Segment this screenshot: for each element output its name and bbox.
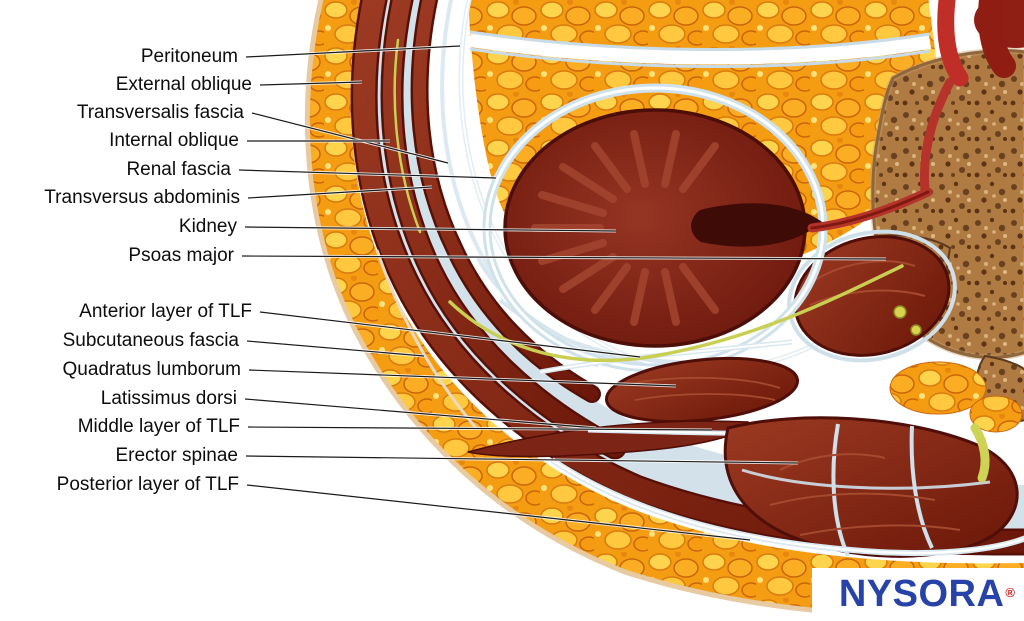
registered-mark: ® (1005, 585, 1015, 600)
renal-hilum (691, 203, 822, 247)
label-transversalis-fascia: Transversalis fascia (76, 102, 244, 123)
logo-text: NYSORA (838, 573, 1005, 615)
label-transversus-abdominis: Transversus abdominis (44, 187, 240, 208)
label-middle-layer-tlf: Middle layer of TLF (77, 416, 240, 437)
nysora-logo: NYSORA® (812, 568, 1024, 621)
label-anterior-layer-tlf: Anterior layer of TLF (79, 301, 252, 322)
label-external-oblique: External oblique (115, 74, 252, 95)
label-posterior-layer-tlf: Posterior layer of TLF (56, 474, 239, 495)
label-internal-oblique: Internal oblique (109, 130, 239, 151)
kidney-organ (503, 108, 822, 348)
label-psoas-major: Psoas major (128, 245, 234, 266)
label-latissimus-dorsi: Latissimus dorsi (100, 388, 237, 409)
label-erector-spinae: Erector spinae (115, 445, 238, 466)
label-subcutaneous-fascia: Subcutaneous fascia (62, 330, 239, 351)
renal-vessel (807, 187, 933, 233)
erector-spinae-muscle (723, 416, 1019, 558)
nerve-roots (893, 305, 922, 336)
paraspinal-fat (889, 361, 1023, 433)
peritoneal-band (468, 30, 932, 68)
label-peritoneum: Peritoneum (140, 46, 238, 67)
blood-vessels (919, 0, 1024, 195)
ligament (970, 423, 990, 483)
label-kidney: Kidney (178, 216, 237, 237)
label-renal-fascia: Renal fascia (126, 159, 231, 180)
label-quadratus-lumborum: Quadratus lumborum (62, 359, 241, 380)
